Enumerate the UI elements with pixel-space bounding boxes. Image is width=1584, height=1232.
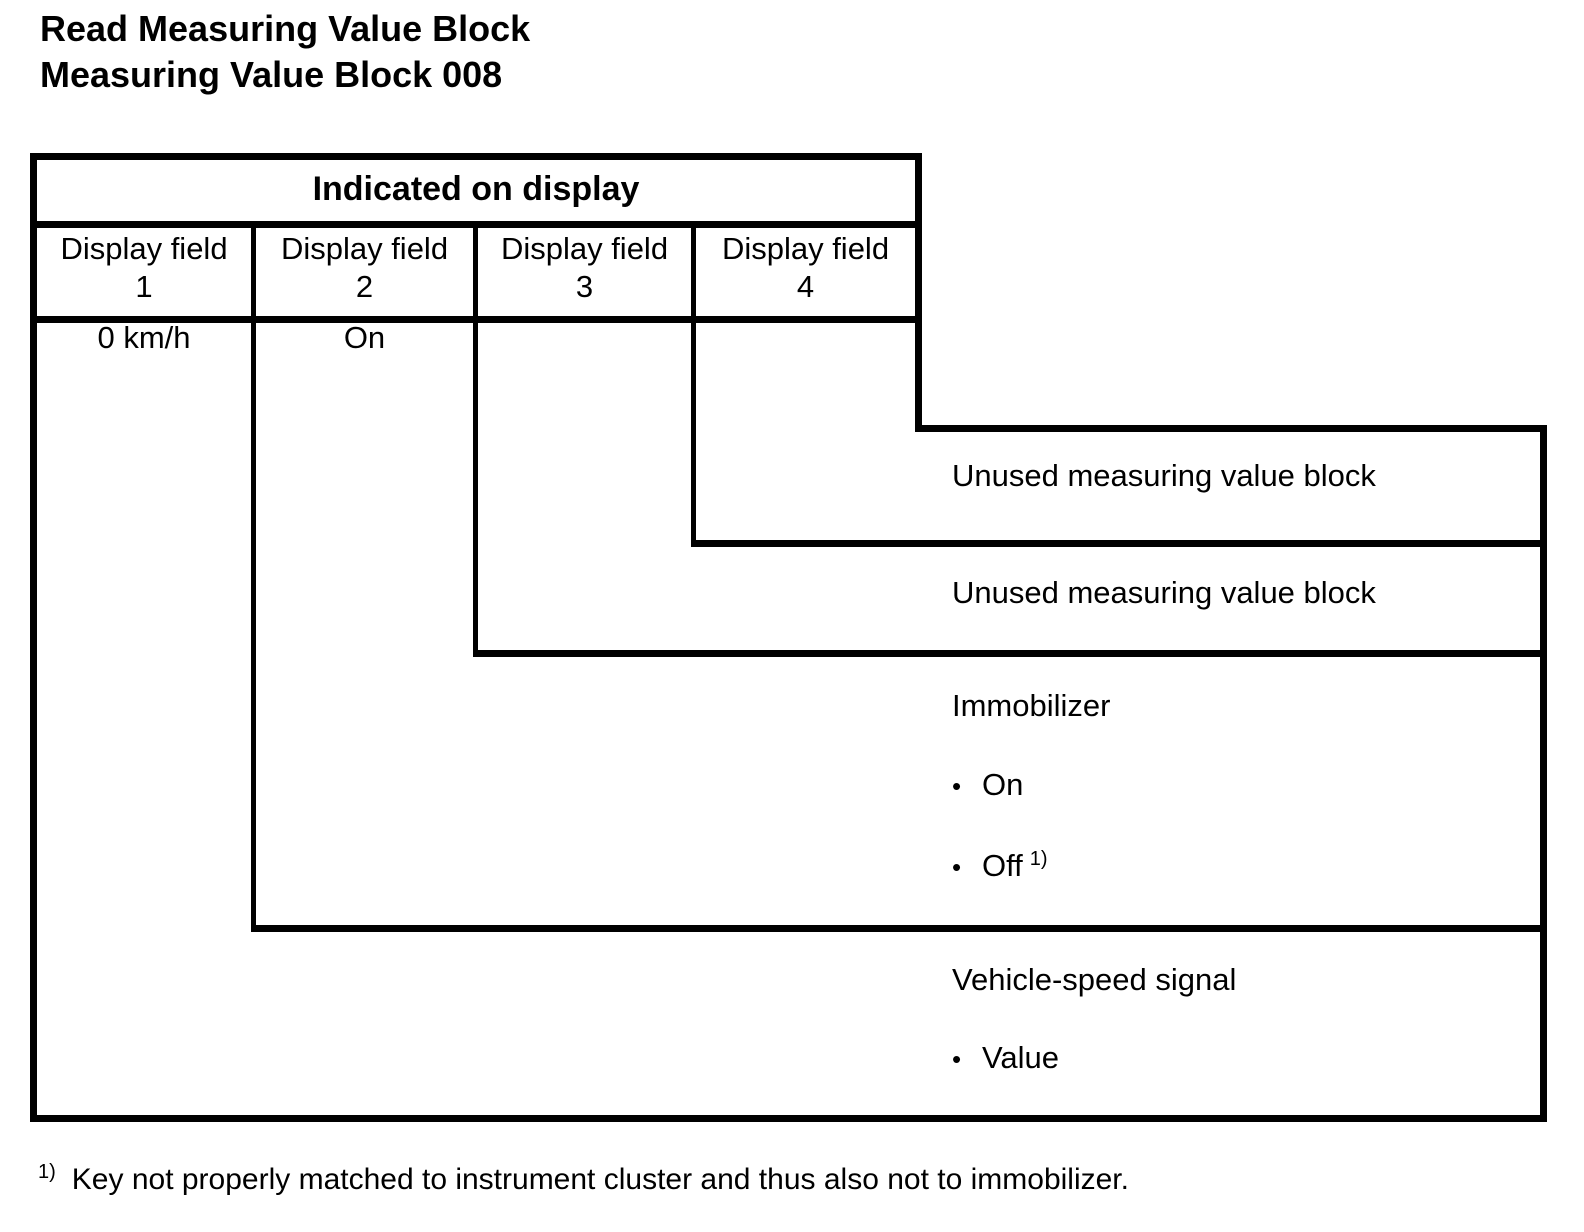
- column-header-4: Display field 4: [696, 230, 915, 316]
- display-field-3-value: [478, 320, 691, 356]
- field1-legend-label: Vehicle-speed signal: [952, 962, 1237, 997]
- footnote: 1) Key not properly matched to instrument…: [38, 1162, 1129, 1197]
- page-title-line2: Measuring Value Block 008: [40, 54, 503, 95]
- step-line-field1: [251, 925, 1547, 932]
- column-header-2-label: Display field: [280, 231, 449, 266]
- column3-4-divider: [691, 221, 696, 547]
- field2-item-on-text: On: [982, 767, 1024, 802]
- footnote-marker: 1): [38, 1161, 56, 1183]
- page-title: Read Measuring Value Block Measuring Val…: [40, 6, 530, 98]
- diagram-right-border: [1540, 425, 1547, 1122]
- footnote-text: Key not properly matched to instrument c…: [71, 1163, 1129, 1196]
- table-top-border: [30, 153, 922, 160]
- bullet-icon: •: [952, 852, 962, 882]
- column-header-3: Display field 3: [478, 230, 691, 316]
- column-header-1-label: Display field: [60, 231, 228, 266]
- step-line-field3: [691, 540, 1547, 547]
- column-header-3-label: Display field: [500, 231, 669, 266]
- column-header-3-number: 3: [575, 269, 594, 304]
- table-header: Indicated on display: [312, 169, 640, 208]
- page-title-line1: Read Measuring Value Block: [40, 8, 531, 49]
- display-field-2-value: On: [343, 320, 386, 355]
- field4-legend-label: Unused measuring value block: [952, 458, 1376, 493]
- field2-legend-label: Immobilizer: [952, 688, 1111, 723]
- display-field-4-value: [696, 320, 915, 356]
- step-line-field2: [473, 650, 1547, 657]
- field2-item-off-text: Off: [982, 848, 1023, 883]
- diagram-bottom-border: [30, 1115, 1547, 1122]
- bullet-icon: •: [952, 771, 962, 801]
- field2-legend-item-off: • Off 1): [952, 848, 1048, 885]
- field2-legend-item-on: • On: [952, 767, 1023, 804]
- table-right-border: [915, 153, 922, 432]
- table-left-border: [30, 153, 37, 1122]
- column-header-4-label: Display field: [721, 231, 890, 266]
- bullet-icon: •: [952, 1044, 962, 1074]
- column-header-4-number: 4: [796, 269, 815, 304]
- step-line-field4: [915, 425, 1547, 432]
- display-field-1-value: 0 km/h: [97, 320, 191, 355]
- column2-3-divider: [473, 221, 478, 657]
- field3-legend-label: Unused measuring value block: [952, 575, 1376, 610]
- footnote-marker-reference: 1): [1029, 847, 1048, 870]
- column-header-1: Display field 1: [37, 230, 251, 316]
- column-header-2: Display field 2: [256, 230, 473, 316]
- field1-legend-item-value: • Value: [952, 1040, 1059, 1077]
- field1-item-value-text: Value: [982, 1040, 1059, 1075]
- column1-2-divider: [251, 221, 256, 932]
- column-header-2-number: 2: [355, 269, 374, 304]
- column-header-1-number: 1: [135, 269, 153, 304]
